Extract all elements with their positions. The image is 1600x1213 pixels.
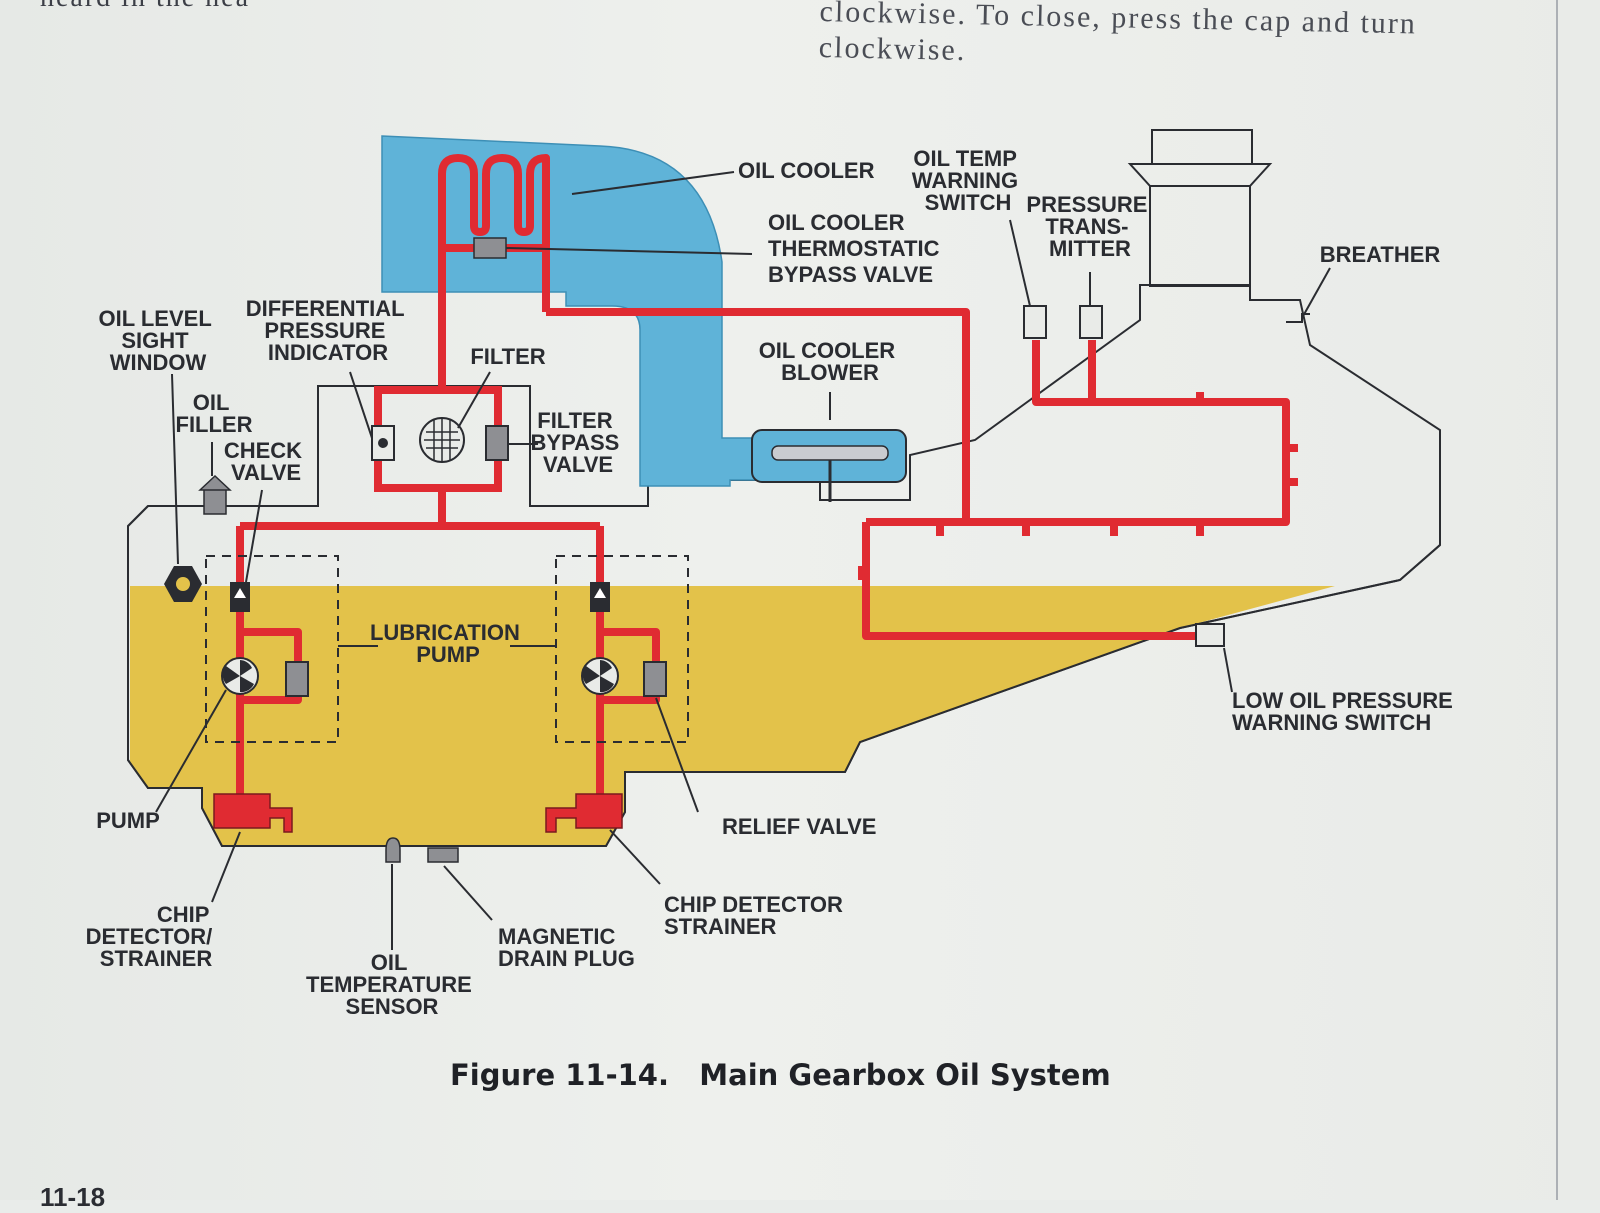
label-low-oil-pressure-warning-switch: LOW OIL PRESSURE WARNING SWITCH <box>1232 688 1459 735</box>
label-line: CHIP <box>157 902 209 927</box>
scavenge-line <box>862 522 1200 640</box>
oil-sump <box>130 586 1335 846</box>
label-line: STRAINER <box>100 946 213 971</box>
indicator-dot-icon <box>378 438 388 448</box>
label-line: MITTER <box>1049 236 1131 261</box>
label-oil-temperature-sensor: OIL TEMPERATURE SENSOR <box>306 950 478 1019</box>
left-check-arrow-icon <box>234 588 246 598</box>
label-line: LUBRICATION <box>370 620 520 645</box>
label-line: INDICATOR <box>268 340 388 365</box>
label-oil-filler: OIL FILLER <box>176 390 253 437</box>
oil-filler-cap-icon <box>198 474 232 515</box>
label-chip-detector-strainer-right: CHIP DETECTOR STRAINER <box>664 892 849 939</box>
breather-body <box>1149 185 1251 287</box>
label-oil-cooler: OIL COOLER <box>738 158 875 183</box>
label-line: WARNING SWITCH <box>1232 710 1431 735</box>
label-line: VALVE <box>543 452 613 477</box>
label-line: OIL LEVEL <box>98 306 211 331</box>
distribution-manifold <box>866 340 1290 526</box>
label-line: SENSOR <box>346 994 439 1019</box>
label-line: FILLER <box>176 412 253 437</box>
label-line: VALVE <box>231 460 301 485</box>
label-line: DRAIN PLUG <box>498 946 635 971</box>
filter-bypass-valve-icon <box>485 425 509 461</box>
label-line: DETECTOR/ <box>86 924 213 949</box>
gearbox-housing-lower-outline <box>127 505 1441 847</box>
label-line: BYPASS <box>531 430 620 455</box>
label-line: CHIP DETECTOR <box>664 892 843 917</box>
label-line: PUMP <box>416 642 480 667</box>
label-pump: PUMP <box>96 808 160 833</box>
left-relief-valve-icon <box>285 661 309 697</box>
leader-lines <box>155 171 1331 950</box>
label-line: TRANS- <box>1045 214 1128 239</box>
label-line: BYPASS VALVE <box>768 262 933 287</box>
figure-title: Main Gearbox Oil System <box>699 1058 1111 1092</box>
label-line: OIL COOLER <box>759 338 896 363</box>
label-line: LOW OIL PRESSURE <box>1232 688 1453 713</box>
left-lubrication-pump-box <box>205 555 339 743</box>
label-filter-bypass-valve: FILTER BYPASS VALVE <box>531 408 626 477</box>
thermostatic-bypass-valve <box>473 237 507 259</box>
breather-stack <box>1151 129 1253 165</box>
oil-jets <box>858 392 1298 580</box>
right-check-arrow-icon <box>594 588 606 598</box>
cooler-coil <box>438 154 550 390</box>
pressure-transmitter-icon <box>1079 305 1103 339</box>
label-line: TEMPERATURE <box>306 972 472 997</box>
label-oil-cooler-thermostatic-bypass-valve: OIL COOLER THERMOSTATIC BYPASS VALVE <box>768 210 946 287</box>
figure-caption: Figure 11-14. Main Gearbox Oil System <box>450 1058 1170 1092</box>
label-differential-pressure-indicator: DIFFERENTIAL PRESSURE INDICATOR <box>246 296 411 365</box>
label-line: BLOWER <box>781 360 879 385</box>
label-line: FILTER <box>537 408 612 433</box>
label-line: OIL TEMP <box>913 146 1016 171</box>
left-pump-impeller-icon <box>222 660 254 693</box>
sight-window-glass-icon <box>176 577 190 591</box>
label-line: OIL COOLER <box>768 210 905 235</box>
label-filter: FILTER <box>470 344 545 369</box>
label-oil-temp-warning-switch: OIL TEMP WARNING SWITCH <box>912 146 1024 215</box>
label-line: THERMOSTATIC <box>768 236 940 261</box>
label-relief-valve: RELIEF VALVE <box>722 814 876 839</box>
breather-cap <box>1127 163 1273 187</box>
left-chip-detector-icon <box>213 793 293 833</box>
label-check-valve: CHECK VALVE <box>224 438 308 485</box>
figure-number: Figure 11-14. <box>450 1058 669 1092</box>
label-line: OIL <box>371 950 407 975</box>
label-line: DIFFERENTIAL <box>246 296 404 321</box>
label-line: SIGHT <box>121 328 189 353</box>
oil-temp-warning-switch-icon <box>1023 305 1047 339</box>
oil-cooler-blower-fan <box>771 445 889 461</box>
label-line: PRESSURE <box>264 318 385 343</box>
cooler-return-line <box>546 308 970 522</box>
label-line: CHECK <box>224 438 302 463</box>
label-line: OIL <box>193 390 229 415</box>
label-line: WINDOW <box>110 350 207 375</box>
right-lubrication-pump-box <box>555 555 689 743</box>
top-left-text-fragment: heard in the hea <box>40 0 250 14</box>
label-pressure-transmitter: PRESSURE TRANS- MITTER <box>1026 192 1153 261</box>
right-pump-impeller-icon <box>582 660 614 693</box>
label-chip-detector-strainer-left: CHIP DETECTOR/ STRAINER <box>86 902 219 971</box>
label-oil-level-sight-window: OIL LEVEL SIGHT WINDOW <box>98 306 217 375</box>
page-edge-line <box>1556 0 1558 1200</box>
label-line: WARNING <box>912 168 1018 193</box>
label-line: STRAINER <box>664 914 777 939</box>
label-line: PRESSURE <box>1026 192 1147 217</box>
label-lubrication-pump: LUBRICATION PUMP <box>370 620 526 667</box>
label-oil-cooler-blower: OIL COOLER BLOWER <box>759 338 902 385</box>
label-line: SWITCH <box>925 190 1012 215</box>
magnetic-drain-plug-icon <box>427 847 459 863</box>
low-oil-pressure-switch-icon <box>1195 623 1225 647</box>
filter-grid <box>424 418 460 462</box>
label-breather: BREATHER <box>1320 242 1441 267</box>
breather-vent <box>1286 313 1310 323</box>
oil-temperature-sensor-icon <box>385 837 401 863</box>
label-magnetic-drain-plug: MAGNETIC DRAIN PLUG <box>498 924 635 971</box>
right-chip-detector-icon <box>545 793 623 833</box>
right-relief-valve-icon <box>643 661 667 697</box>
label-line: MAGNETIC <box>498 924 615 949</box>
